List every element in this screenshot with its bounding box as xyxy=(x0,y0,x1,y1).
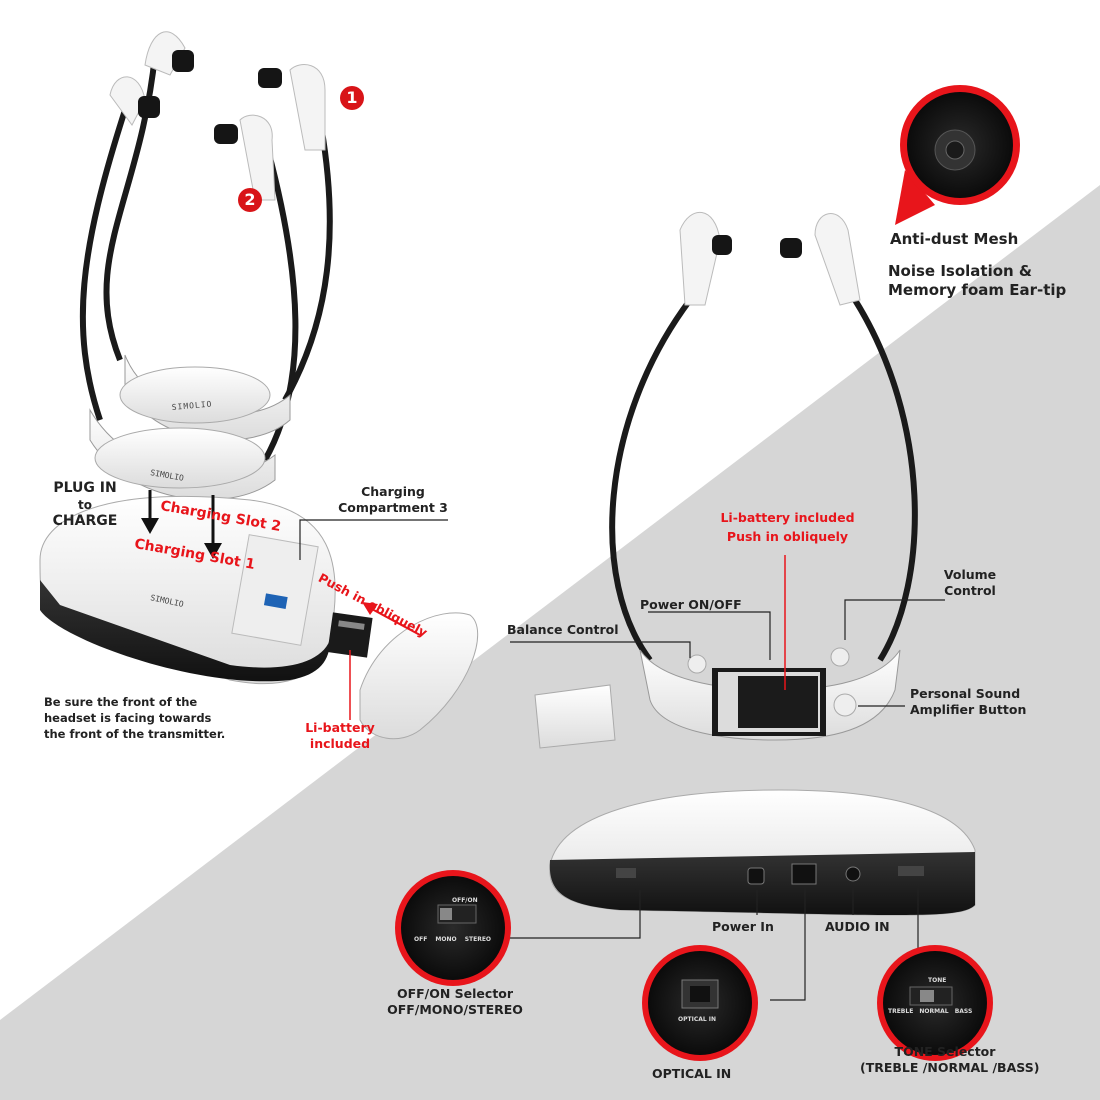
selector-line-1: OFF/ON Selector xyxy=(396,986,514,1001)
volume-line-1: Volume xyxy=(943,567,997,582)
noise-line-1: Noise Isolation & xyxy=(888,262,1033,280)
personal-sound-amplifier-label: Personal Sound Amplifier Button xyxy=(910,686,1026,717)
optical-in-label: OPTICAL IN xyxy=(652,1066,732,1081)
balance-control-label: Balance Control xyxy=(507,622,619,637)
li-battery-line-1: Li-battery xyxy=(305,720,375,735)
volume-control-label: Volume Control xyxy=(930,567,1010,598)
noise-line-2: Memory foam Ear-tip xyxy=(888,280,1067,299)
power-onoff-label: Power ON/OFF xyxy=(640,597,742,612)
zoom-stereo: STEREO xyxy=(464,936,492,943)
zoom-normal: NORMAL xyxy=(919,1008,949,1015)
tone-zoom-illustration xyxy=(877,945,993,1061)
zoom-selector-options: OFF MONO STEREO xyxy=(414,936,491,944)
noise-isolation-label: Noise Isolation & Memory foam Ear-tip xyxy=(888,262,1066,300)
audio-in-label: AUDIO IN xyxy=(825,919,890,934)
zoom-bass: BASS xyxy=(954,1008,973,1015)
li-battery-line-2: included xyxy=(309,735,371,751)
li-battery-included-label: Li-battery included Push in obliquely xyxy=(700,510,875,544)
psa-line-1: Personal Sound xyxy=(910,686,1021,701)
plug-in-label: PLUG IN to CHARGE xyxy=(40,480,130,530)
eartip-zoom-illustration xyxy=(895,85,1020,225)
transmitter-illustration xyxy=(495,789,976,1001)
zoom-treble: TREBLE xyxy=(888,1008,914,1015)
zoom-mono: MONO xyxy=(435,936,457,943)
psa-line-2: Amplifier Button xyxy=(910,701,1027,717)
tone-line-1: TONE Selector xyxy=(894,1044,996,1059)
note-line-1: Be sure the front of the xyxy=(44,695,198,709)
note-line-3: the front of the transmitter. xyxy=(44,727,226,742)
volume-line-2: Control xyxy=(944,582,996,598)
note-line-2: headset is facing towards xyxy=(44,711,212,726)
headset-orientation-note: Be sure the front of the headset is faci… xyxy=(44,694,225,742)
push-obliquely-text-right: Push in obliquely xyxy=(726,528,849,544)
compartment-line-2: Compartment 3 xyxy=(338,499,448,515)
zoom-tone-options: TREBLE NORMAL BASS xyxy=(888,1008,972,1016)
charging-base-illustration: SIMOLIO xyxy=(39,490,479,740)
plug-in-line-2: to xyxy=(78,497,92,512)
brand-logo-rear: SIMOLIO xyxy=(171,399,212,412)
left-headsets-illustration xyxy=(79,31,333,501)
off-on-selector-label: OFF/ON Selector OFF/MONO/STEREO xyxy=(385,986,525,1017)
zoom-tone-top: TONE xyxy=(928,977,947,984)
tone-line-2: (TREBLE /NORMAL /BASS) xyxy=(860,1059,1040,1075)
tone-selector-label: TONE Selector (TREBLE /NORMAL /BASS) xyxy=(860,1044,1040,1075)
zoom-selector-top: OFF/ON xyxy=(452,897,478,904)
li-battery-included-text: Li-battery included xyxy=(720,510,855,525)
anti-dust-mesh-label: Anti-dust Mesh xyxy=(890,230,1019,248)
selector-line-2: OFF/MONO/STEREO xyxy=(387,1001,523,1017)
badge-two: 2 xyxy=(238,188,262,212)
power-in-label: Power In xyxy=(712,919,774,934)
plug-in-line-3: CHARGE xyxy=(52,512,118,529)
badge-one: 1 xyxy=(340,86,364,110)
zoom-optical-label: OPTICAL IN xyxy=(678,1016,717,1023)
selector-zoom-illustration xyxy=(395,870,511,986)
charging-compartment-label: Charging Compartment 3 xyxy=(318,484,468,515)
plug-in-line-1: PLUG IN xyxy=(53,480,117,496)
zoom-off: OFF xyxy=(414,936,428,943)
optical-zoom-illustration xyxy=(642,945,758,1061)
compartment-line-1: Charging xyxy=(361,484,425,499)
li-battery-label-left: Li-battery included xyxy=(290,720,390,751)
neckband-headset-illustration xyxy=(510,212,945,749)
